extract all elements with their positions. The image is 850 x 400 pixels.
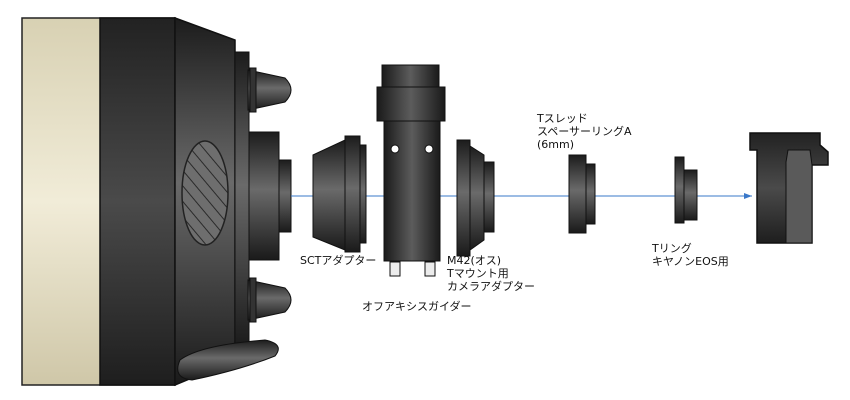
label-sct-adapter: SCTアダプター — [300, 253, 376, 267]
sct-adapter — [312, 135, 367, 253]
mirror-hatch — [181, 140, 229, 246]
label-tring-line2: キヤノンEOS用 — [652, 255, 729, 268]
label-off-axis-guider: オフアキシスガイダー — [362, 299, 472, 313]
camera-body — [749, 132, 829, 244]
label-m42-line3: カメラアダプター — [447, 279, 535, 293]
t-thread-spacer-ring — [568, 154, 596, 234]
label-m42-line2: Tマウント用 — [446, 267, 509, 280]
label-spacer-line3: (6mm) — [537, 138, 574, 151]
tube-handle — [177, 339, 279, 381]
label-tring-line1: Tリング — [651, 241, 692, 255]
optical-axis-arrow — [744, 193, 752, 199]
focus-knob-lower — [247, 277, 292, 323]
rear-cell — [248, 131, 292, 261]
label-spacer-line1: Tスレッド — [536, 112, 588, 125]
focus-knob-upper — [247, 67, 292, 113]
off-axis-guider — [376, 64, 446, 277]
t-ring — [674, 156, 698, 224]
label-spacer-line2: スペーサーリングA — [537, 124, 632, 138]
label-m42-line1: M42(オス) — [447, 254, 501, 267]
m42-camera-adapter — [456, 139, 495, 257]
